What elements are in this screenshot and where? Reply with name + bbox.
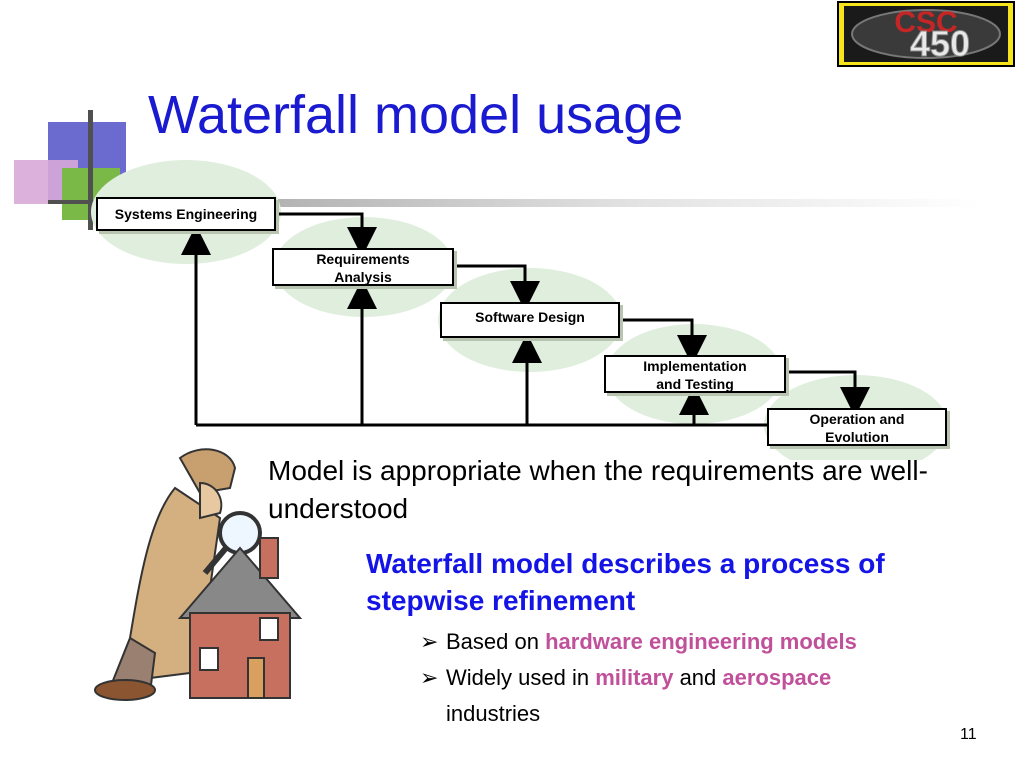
bullet-prefix: Widely used in	[446, 665, 596, 690]
stage-label-line-2: Evolution	[825, 429, 889, 445]
bullet-prefix: Based on	[446, 629, 546, 654]
stage-label-line-2: and Testing	[656, 376, 734, 392]
page-title: Waterfall model usage	[148, 85, 684, 145]
csc450-logo: CSC 450	[836, 0, 1016, 68]
bullet-highlight-2: aerospace	[722, 665, 832, 690]
sub-heading: Waterfall model describes a process of s…	[366, 548, 885, 616]
bullet-arrow-icon: ➢	[420, 665, 439, 690]
page-number: 11	[960, 726, 977, 743]
stage-label-line-1: Implementation	[643, 358, 747, 374]
stage-software-design: Software Design	[440, 302, 620, 338]
stage-label: Systems Engineering	[114, 206, 258, 222]
bullet-highlight: hardware engineering models	[545, 629, 857, 654]
title-underline	[140, 199, 980, 207]
bullet-middle: and	[673, 665, 723, 690]
body-text: Model is appropriate when the requiremen…	[268, 455, 928, 524]
stage-requirements-analysis: Requirements Analysis	[272, 248, 454, 286]
stage-systems-engineering: Systems Engineering	[96, 197, 276, 231]
stage-implementation-testing: Implementation and Testing	[604, 355, 786, 393]
stage-label-line-1: Requirements	[316, 251, 410, 267]
bullet-item: ➢ Widely used in military and aerospace	[420, 660, 980, 696]
stage-label-line-1: Operation and	[809, 411, 905, 427]
logo-text-csc: CSC	[894, 6, 957, 39]
forward-arrow-4	[786, 370, 870, 417]
forward-arrow-2	[454, 264, 540, 311]
forward-arrow-1	[277, 212, 377, 257]
stage-label-line-2: Analysis	[334, 269, 392, 285]
bullet-arrow-icon: ➢	[420, 629, 439, 654]
stage-operation-evolution: Operation and Evolution	[767, 408, 947, 446]
bullet-continuation: industries	[446, 701, 541, 726]
logo-text-450: 450	[910, 23, 970, 64]
stage-label: Software Design	[475, 309, 585, 325]
bullet-item: ➢ Based on hardware engineering models	[420, 624, 857, 660]
clipart-detective-house	[94, 448, 303, 701]
forward-arrow-3	[620, 318, 707, 365]
bullet-highlight: military	[595, 665, 674, 690]
